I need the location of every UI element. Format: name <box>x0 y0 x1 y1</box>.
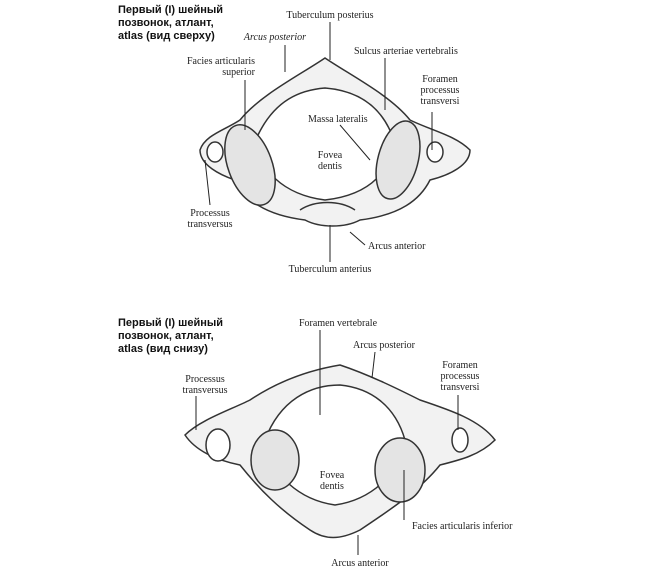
label-tuberculum-anterius: Tuberculum anterius <box>288 264 372 275</box>
pointer-lines <box>195 22 459 555</box>
label-arcus-posterior-bottom: Arcus posterior <box>353 340 415 351</box>
label-massa-lateralis: Massa lateralis <box>308 114 368 125</box>
label-line: transversus <box>182 385 228 396</box>
label-line: Facies articularis <box>186 56 255 67</box>
label-line: Processus <box>185 374 225 385</box>
label-tuberculum-posterius: Tuberculum posterius <box>286 10 374 21</box>
label-line: Fovea <box>319 470 345 481</box>
title-line: Первый (I) шейный <box>118 4 224 16</box>
label-line: Foramen <box>422 74 458 85</box>
label-arcus-posterior: Arcus posterior <box>243 32 307 43</box>
label-line: Foramen <box>442 360 478 371</box>
title-line: atlas (вид сверху) <box>118 30 215 42</box>
title-line: atlas (вид снизу) <box>118 343 208 355</box>
label-arcus-anterior-top: Arcus anterior <box>368 241 426 252</box>
title-line: Первый (I) шейный <box>118 317 224 329</box>
atlas-bottom-view-drawing <box>184 364 496 539</box>
label-line: dentis <box>318 161 342 172</box>
title-line: позвонок, атлант, <box>118 17 214 29</box>
title-line: позвонок, атлант, <box>118 330 214 342</box>
label-line: transversi <box>420 96 460 107</box>
atlas-top-view-drawing <box>199 57 471 227</box>
label-facies-articularis-inferior: Facies articularis inferior <box>412 521 513 532</box>
label-line: processus <box>420 85 460 96</box>
label-line: superior <box>222 67 255 78</box>
label-line: Processus <box>190 208 230 219</box>
label-line: Fovea <box>317 150 343 161</box>
label-foramen-vertebrale: Foramen vertebrale <box>298 318 378 329</box>
label-arcus-anterior-bottom: Arcus anterior <box>331 558 389 569</box>
label-line: processus <box>440 371 480 382</box>
label-line: transversi <box>440 382 480 393</box>
label-line: dentis <box>320 481 344 492</box>
label-line: transversus <box>187 219 233 230</box>
label-sulcus-arteriae-vertebralis: Sulcus arteriae vertebralis <box>354 46 458 57</box>
